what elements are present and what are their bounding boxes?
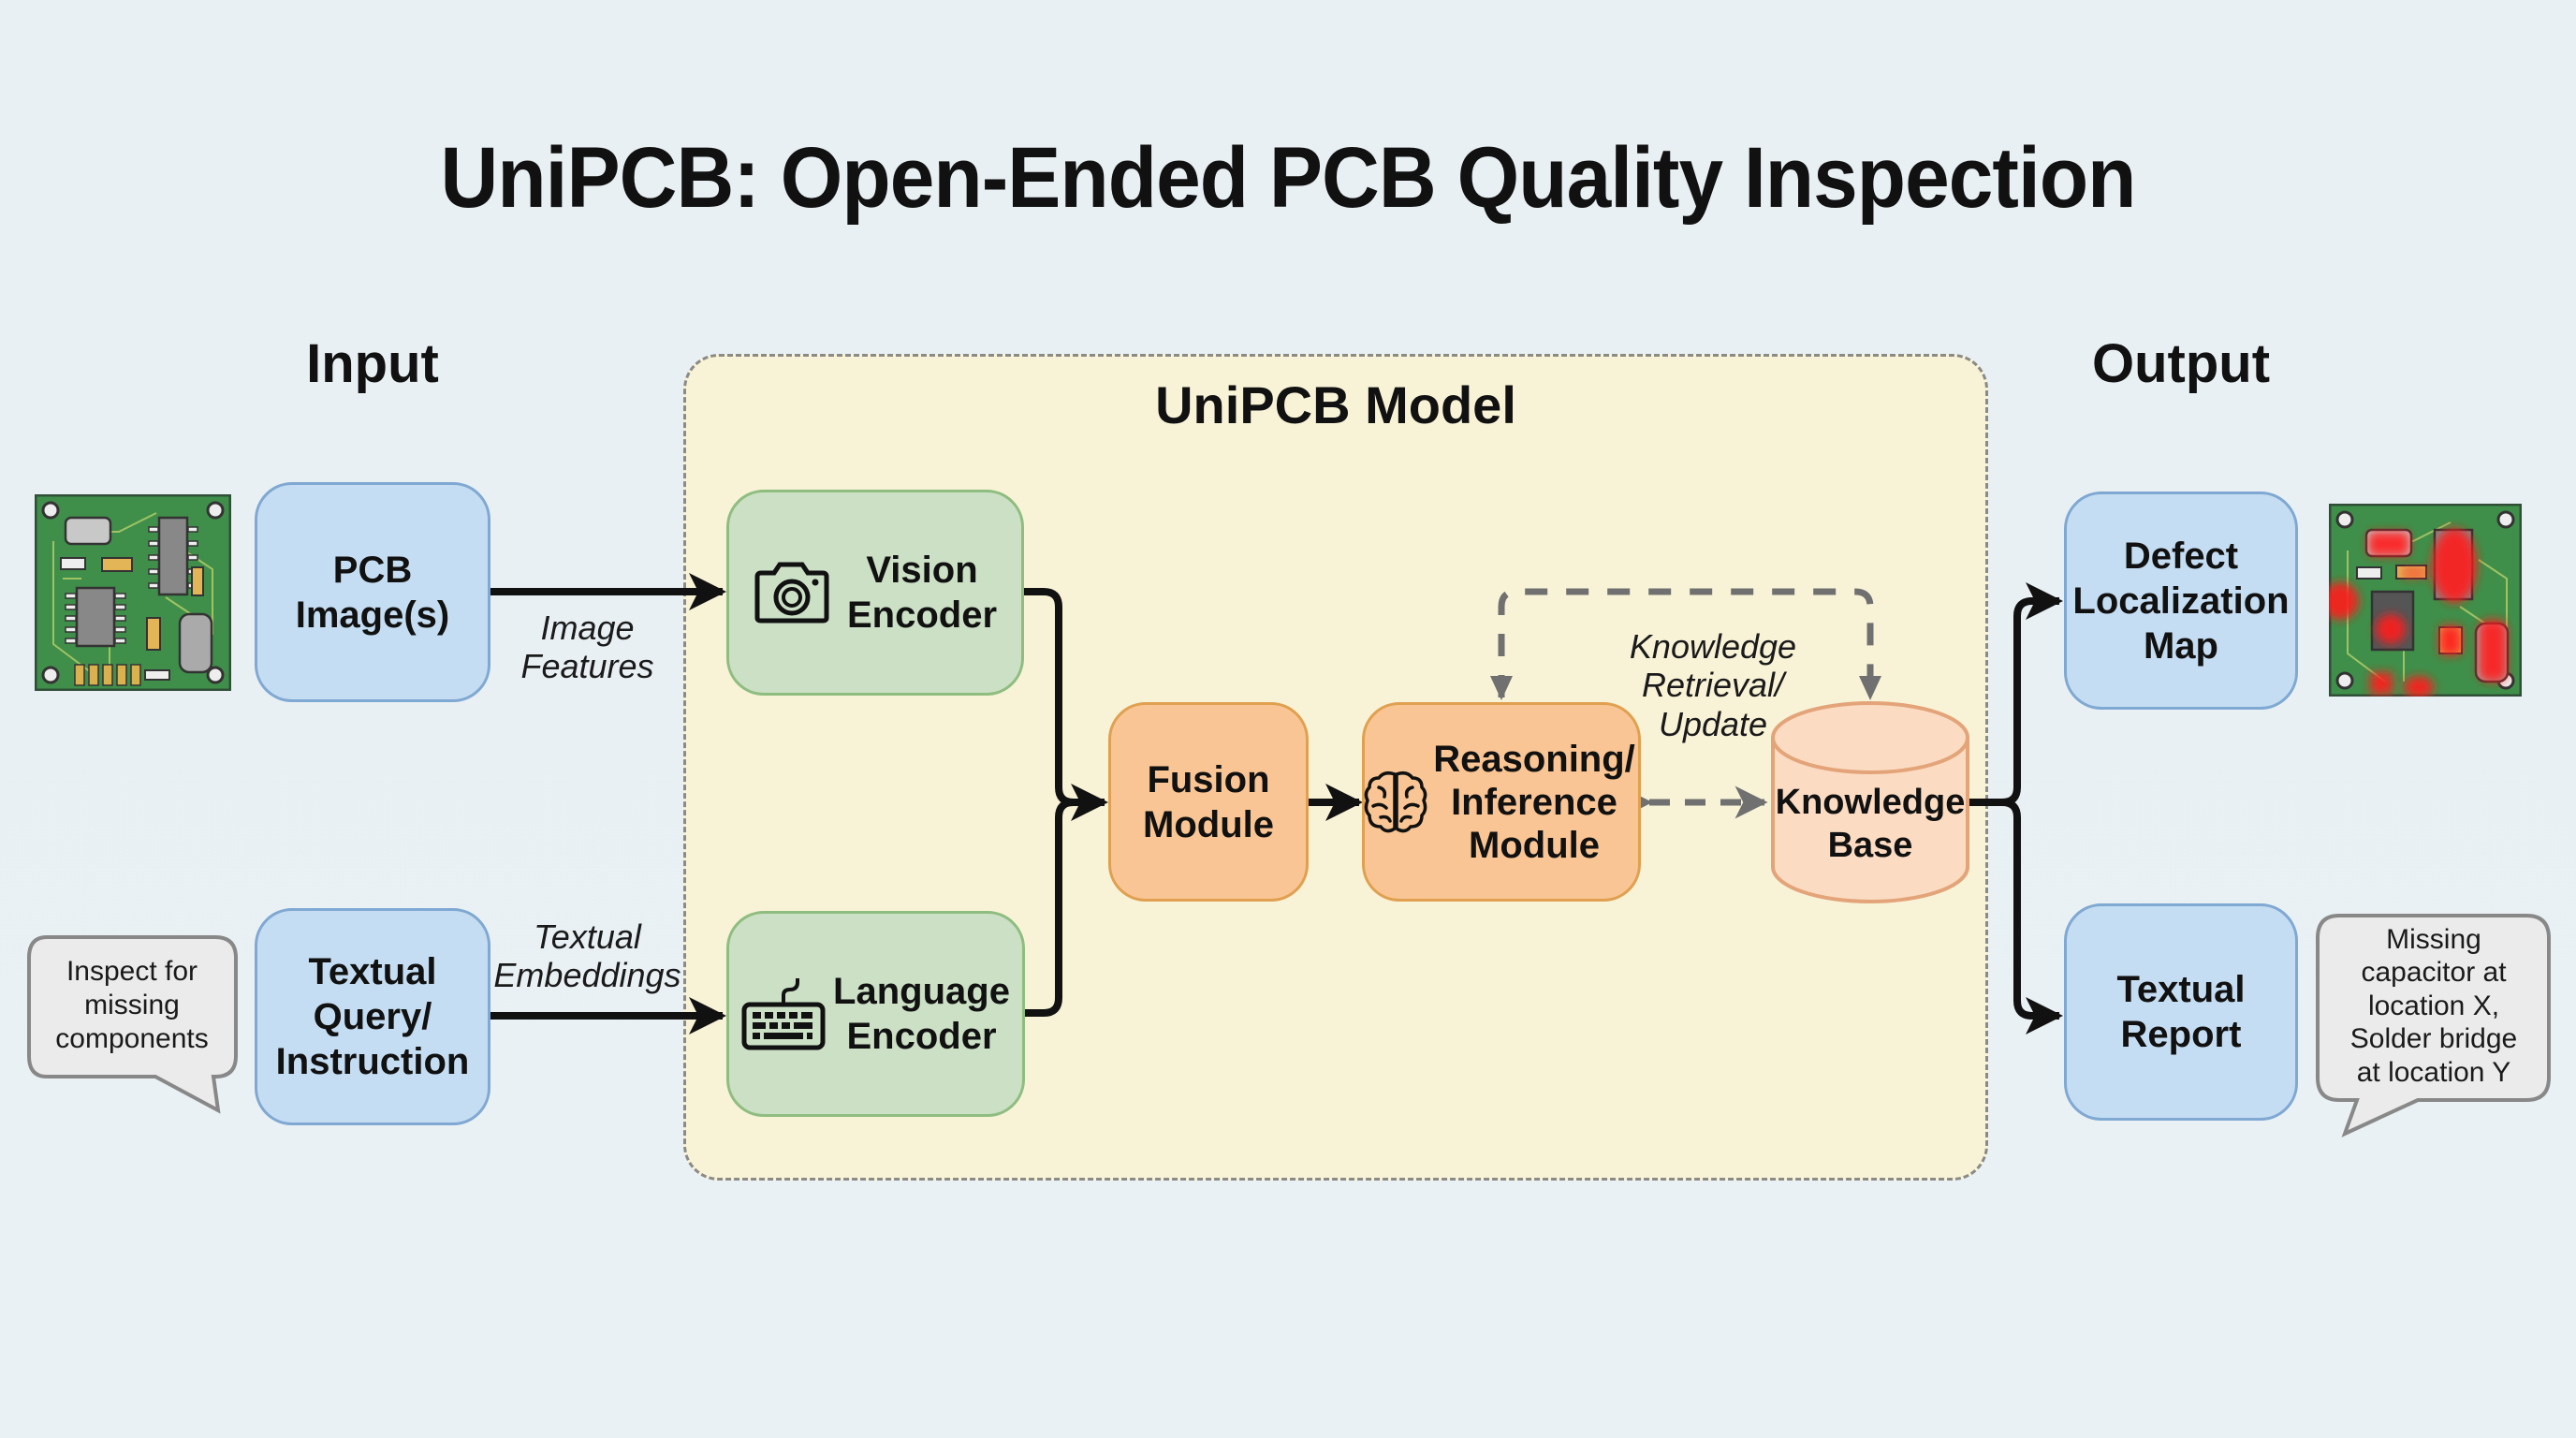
textual-embeddings-label: Textual Embeddings xyxy=(493,917,681,995)
vision-encoder-label: Vision Encoder xyxy=(846,550,998,636)
fusion-module-label: Fusion Module xyxy=(1143,758,1274,845)
arrow-knowledge-retrieval-loop xyxy=(1498,588,1874,697)
reasoning-module-box[interactable]: Reasoning/ Inference Module xyxy=(1362,702,1641,902)
language-encoder-box[interactable]: Language Encoder xyxy=(726,911,1025,1117)
pcb-images-input-box[interactable]: PCB Image(s) xyxy=(255,482,490,702)
vision-encoder-box[interactable]: Vision Encoder xyxy=(726,490,1024,696)
reasoning-module-label: Reasoning/ Inference Module xyxy=(1433,738,1635,866)
report-bubble-text: Missing capacitor at location X, Solder … xyxy=(2349,924,2518,1088)
arrow-language-to-fusion xyxy=(1025,799,1075,1017)
camera-icon xyxy=(754,562,829,624)
knowledge-base-cylinder[interactable] xyxy=(1770,700,1970,904)
arrow-kb-to-defect-map xyxy=(1967,582,2063,806)
diagram-title: UniPCB: Open-Ended PCB Quality Inspectio… xyxy=(440,130,2136,226)
knowledge-retrieval-label: Knowledge Retrieval/ Update xyxy=(1629,627,1797,743)
brain-icon xyxy=(1364,770,1427,832)
image-features-label: Image Features xyxy=(520,609,654,686)
report-speech-bubble xyxy=(2316,914,2551,1137)
model-title: UniPCB Model xyxy=(1155,375,1516,434)
textual-query-label: Textual Query/ Instruction xyxy=(275,951,470,1082)
output-section-label: Output xyxy=(2091,333,2271,394)
fusion-module-box[interactable]: Fusion Module xyxy=(1108,702,1309,902)
language-encoder-label: Language Encoder xyxy=(833,971,1010,1057)
defect-map-label: Defect Localization Map xyxy=(2072,535,2290,667)
arrow-kb-to-text-report xyxy=(2001,799,2063,1034)
query-speech-bubble xyxy=(27,935,238,1114)
defect-localization-map-box[interactable]: Defect Localization Map xyxy=(2064,492,2298,710)
input-section-label: Input xyxy=(306,333,439,394)
knowledge-base-label: Knowledge Base xyxy=(1775,783,1966,865)
query-bubble-text: Inspect for missing components xyxy=(55,956,209,1054)
arrow-vision-to-fusion xyxy=(1024,588,1108,821)
textual-report-label: Textual Report xyxy=(2116,969,2246,1055)
defect-heatmap-image xyxy=(2329,504,2522,697)
textual-query-input-box[interactable]: Textual Query/ Instruction xyxy=(255,908,490,1125)
keyboard-icon xyxy=(741,978,826,1050)
arrowhead-to-kb xyxy=(1859,676,1881,700)
pcb-images-label: PCB Image(s) xyxy=(295,549,450,636)
textual-report-box[interactable]: Textual Report xyxy=(2064,903,2298,1121)
arrowhead-to-reasoning xyxy=(1490,676,1513,700)
pcb-image-icon xyxy=(35,494,231,691)
